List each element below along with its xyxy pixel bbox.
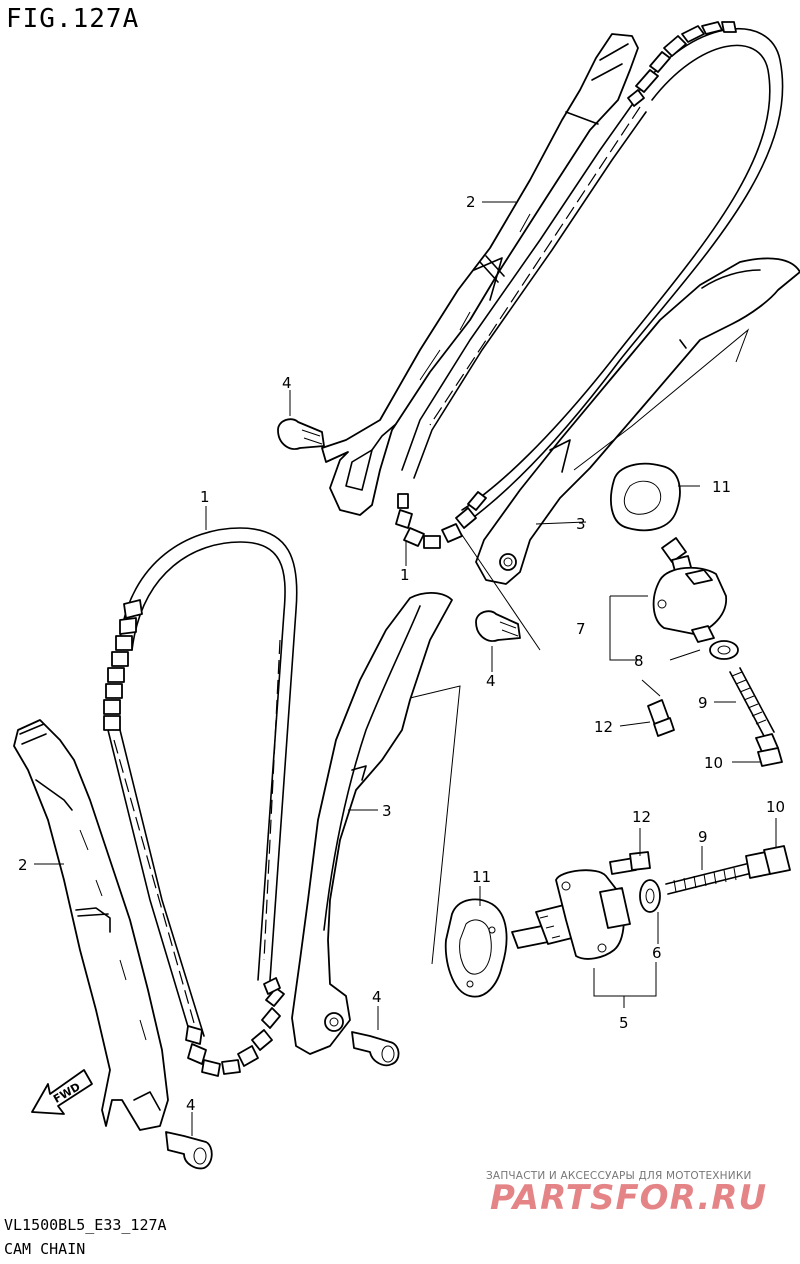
callout-2-rear-guide: 2 <box>466 193 476 211</box>
callout-5: 5 <box>619 1014 629 1032</box>
tensioner-gasket-front[interactable] <box>444 898 508 998</box>
callout-4-c: 4 <box>372 988 382 1006</box>
spring-9-front[interactable] <box>665 863 749 895</box>
callout-11-rear: 11 <box>712 478 731 496</box>
cam-chain-guide-rear[interactable] <box>321 33 639 516</box>
callout-10-front: 10 <box>766 798 785 816</box>
guide-bolt-4b[interactable] <box>475 610 521 642</box>
callout-4-b: 4 <box>486 672 496 690</box>
callout-10-rear: 10 <box>704 754 723 772</box>
tensioner-gasket-rear[interactable] <box>610 462 681 532</box>
callout-4-a: 4 <box>282 374 292 392</box>
callout-3-front-tensioner-guide: 3 <box>382 802 392 820</box>
washer-rear[interactable] <box>709 640 739 660</box>
cap-bolt-10-front[interactable] <box>745 845 791 879</box>
watermark-tagline: ЗАПЧАСТИ И АКСЕССУАРЫ ДЛЯ МОТОТЕХНИКИ <box>486 1170 752 1182</box>
cap-bolt-10-rear[interactable] <box>755 733 783 767</box>
forward-direction-arrow: FWD <box>31 1069 93 1115</box>
cam-chain-rear[interactable] <box>395 21 784 549</box>
callouts: 2 1 1 2 3 3 4 4 4 4 11 7 8 9 12 10 12 10… <box>18 193 785 1114</box>
callout-9-rear: 9 <box>698 694 708 712</box>
cam-chain-tensioner-guide-front[interactable] <box>291 592 453 1055</box>
diagram-code: VL1500BL5_E33_127A <box>4 1216 167 1234</box>
cam-chain-front[interactable] <box>103 527 298 1077</box>
callout-1-front-chain: 1 <box>200 488 210 506</box>
callout-4-d: 4 <box>186 1096 196 1114</box>
callout-1-rear-chain: 1 <box>400 566 410 584</box>
callout-12-front: 12 <box>632 808 651 826</box>
cam-chain-guide-front[interactable] <box>13 719 169 1131</box>
leader-lines <box>34 201 777 1136</box>
callout-12-rear: 12 <box>594 718 613 736</box>
callout-6: 6 <box>652 944 662 962</box>
callout-9-front: 9 <box>698 828 708 846</box>
bolt-12-rear[interactable] <box>647 699 675 737</box>
guide-bolt-4c[interactable] <box>351 1031 400 1067</box>
washer-front[interactable] <box>639 879 661 913</box>
tensioner-adjuster-front[interactable] <box>511 869 631 960</box>
guide-bolt-4a[interactable] <box>277 418 325 450</box>
guide-bolt-4d[interactable] <box>165 1131 213 1170</box>
callout-8: 8 <box>634 652 644 670</box>
callout-2-front-guide: 2 <box>18 856 28 874</box>
callout-3-rear-tensioner-guide: 3 <box>576 515 586 533</box>
callout-11-front: 11 <box>472 868 491 886</box>
bolt-12-front[interactable] <box>609 851 651 875</box>
tensioner-adjuster-rear[interactable] <box>652 537 727 643</box>
cam-chain-tensioner-guide-rear[interactable] <box>475 257 800 585</box>
diagram-name: CAM CHAIN <box>4 1240 86 1258</box>
watermark-brand-logo: PARTSFOR.RU <box>490 1178 768 1218</box>
callout-7: 7 <box>576 620 586 638</box>
figure-title: FIG.127A <box>6 4 140 34</box>
spring-9-rear[interactable] <box>729 667 775 737</box>
